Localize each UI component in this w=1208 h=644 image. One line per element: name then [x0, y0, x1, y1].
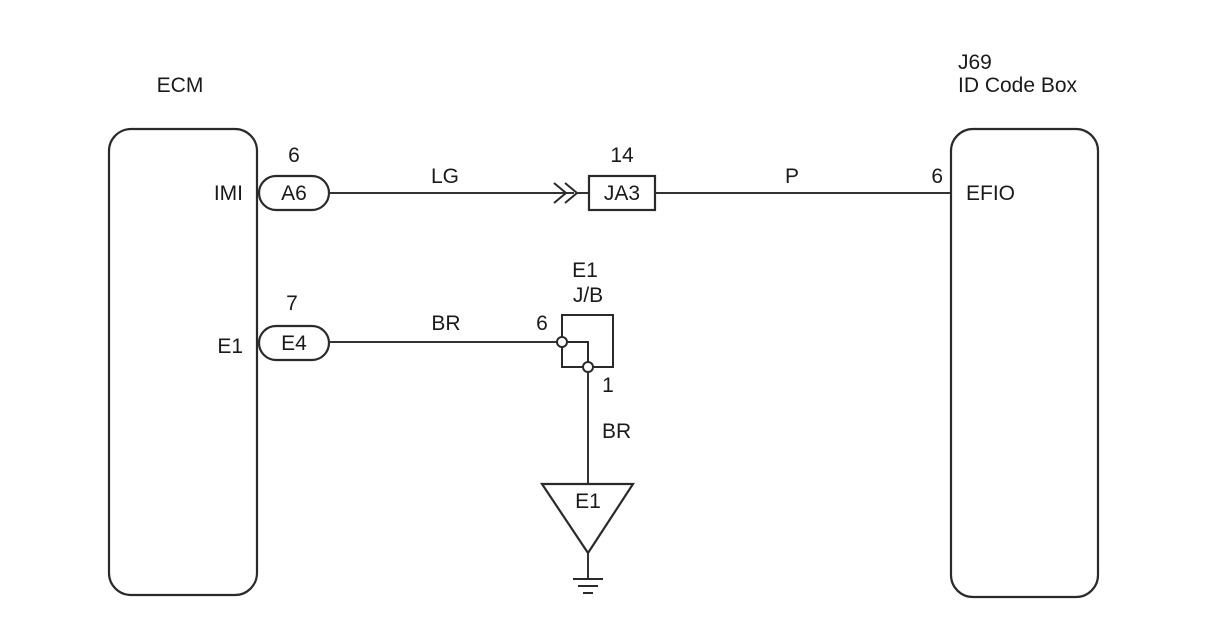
- connector-a6-label: A6: [281, 182, 307, 205]
- ecm-component: ECM IMI E1: [107, 74, 259, 597]
- id-code-box-name: ID Code Box: [958, 74, 1078, 97]
- wire-p: P: [655, 165, 951, 194]
- ecm-box: [107, 127, 259, 597]
- wire-br-horizontal: BR: [329, 312, 557, 343]
- junction-block-terminal-1: [582, 361, 594, 373]
- connector-a6-pin: 6: [288, 144, 300, 167]
- junction-block-bridge: [562, 341, 589, 367]
- efio-pin: 6: [931, 165, 943, 188]
- ecm-title: ECM: [157, 74, 204, 97]
- wire-p-color: P: [785, 165, 799, 188]
- wire-br-vertical-color: BR: [602, 420, 631, 443]
- efio-label: EFIO: [966, 182, 1015, 205]
- id-code-box-box: [949, 127, 1100, 599]
- wire-lg: LG: [329, 165, 574, 194]
- connector-a6: 6 A6: [257, 144, 331, 212]
- ja3-label: JA3: [604, 182, 640, 205]
- wire-br-color: BR: [431, 312, 460, 335]
- chevron-icon: [553, 182, 568, 204]
- junction-block-pin-in: 6: [536, 312, 548, 335]
- junction-block-e1: E1 J/B 6 1: [536, 259, 614, 397]
- junction-block-type: J/B: [573, 284, 603, 307]
- connector-e4: 7 E4: [257, 292, 331, 362]
- wire-br-vertical: BR: [587, 372, 631, 484]
- ground-icon: [573, 578, 603, 594]
- ground-e1: E1: [539, 482, 636, 594]
- connector-e4-label: E4: [281, 332, 307, 355]
- connector-e4-pin: 7: [286, 292, 298, 315]
- junction-block-pin-out: 1: [602, 374, 614, 397]
- id-code-box-code: J69: [958, 51, 992, 74]
- ground-triangle: [539, 482, 636, 555]
- id-code-box-component: J69 ID Code Box 6 EFIO: [931, 51, 1100, 599]
- ja3-pin: 14: [610, 144, 634, 167]
- junction-block-terminal-6: [556, 336, 568, 348]
- ecm-imi-label: IMI: [214, 182, 243, 205]
- wire-lg-color: LG: [431, 165, 459, 188]
- ecm-e1-label: E1: [217, 335, 243, 358]
- junction-connector-ja3: 14 JA3: [553, 144, 657, 212]
- ground-label: E1: [575, 490, 601, 513]
- junction-block-name: E1: [572, 259, 598, 282]
